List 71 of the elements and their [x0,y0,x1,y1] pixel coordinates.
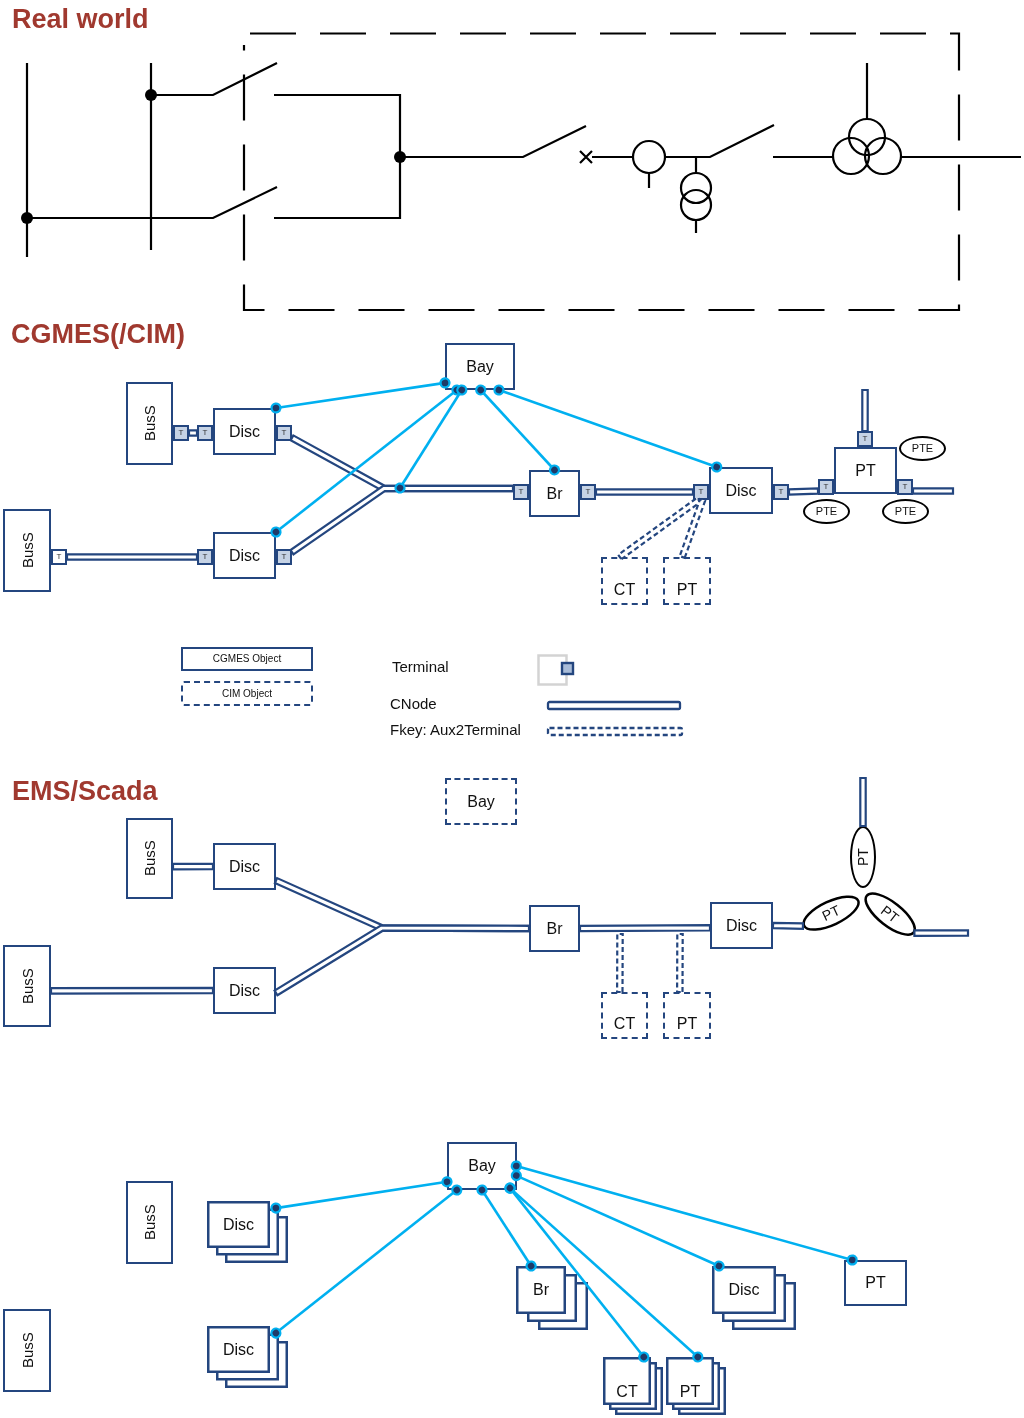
section-heading: CGMES(/CIM) [11,321,185,348]
terminal-square: T [197,549,213,565]
object-box: Br [529,905,580,952]
ellipse-node: PTE [803,499,850,524]
double-line-connector [65,553,199,561]
legend-sample-box: CGMES Object [181,647,313,671]
double-line-connector [771,921,805,930]
terminal-square: T [197,425,213,441]
object-box: BusS [126,818,173,899]
object-box: BusS [3,509,51,592]
object-box: Disc [213,408,276,455]
dot-ended-line [504,1182,704,1363]
object-box: BusS [3,945,51,1027]
dashed-object-box: CT [601,557,648,605]
terminal-square: T [513,484,529,500]
object-box: Br [529,470,580,517]
terminal-square: T [580,484,596,500]
legend-label: Terminal [392,659,449,674]
object-box: PT [834,447,897,494]
section-heading: Real world [12,6,149,33]
ellipse-node: PT [800,893,862,933]
terminal-square: T [857,431,873,447]
object-box: Disc [213,967,276,1014]
double-line-connector [171,862,215,871]
double-line-connector [273,924,531,997]
object-box: Disc [709,467,773,514]
dashed-object-box: Bay [445,778,517,825]
object-box: PT [844,1260,907,1306]
dashed-double-line-connector [678,497,707,560]
terminal-square: T [51,549,67,565]
terminal-square: T [276,425,292,441]
dot-ended-line [394,384,468,494]
dot-ended-line [510,1170,725,1272]
object-box: BusS [126,1181,173,1264]
double-line-connector [288,484,515,556]
legend-label: CNode [390,696,437,711]
dot-ended-line [270,1176,453,1214]
dashed-double-line-connector [616,496,702,561]
double-line-connector [787,487,820,496]
object-box: BusS [126,382,173,465]
dot-ended-line [476,1184,537,1272]
object-box: BusS [3,1309,51,1392]
double-line-connector [594,488,695,496]
object-box: Disc [213,532,276,579]
dot-ended-line [493,384,723,473]
terminal-square: T [773,484,789,500]
terminal-square: T [818,479,834,495]
object-box: Bay [445,343,515,390]
dot-ended-line [475,384,561,476]
double-line-connector [49,986,215,995]
section-heading: EMS/Scada [12,778,158,805]
object-box: Disc [710,902,773,949]
terminal-square: T [276,549,292,565]
double-line-connector [187,429,199,437]
legend-label: Fkey: Aux2Terminal [390,722,521,737]
terminal-square: T [173,425,189,441]
dashed-object-box: PT [663,992,711,1039]
dot-ended-line [270,1184,463,1339]
dashed-object-box: CT [601,992,648,1039]
ellipse-node: PTE [882,499,929,524]
legend-sample-box: CIM Object [181,681,313,706]
double-line-connector [578,924,712,933]
ellipse-node: PT [862,890,918,938]
dot-ended-line [270,377,451,414]
ellipse-node: PT [850,826,876,888]
dot-ended-line [510,1160,858,1266]
dashed-object-box: PT [663,557,711,605]
object-box: Disc [213,843,276,890]
object-box: Bay [447,1142,517,1190]
terminal-square: T [897,479,913,495]
ellipse-node: PTE [899,436,946,461]
